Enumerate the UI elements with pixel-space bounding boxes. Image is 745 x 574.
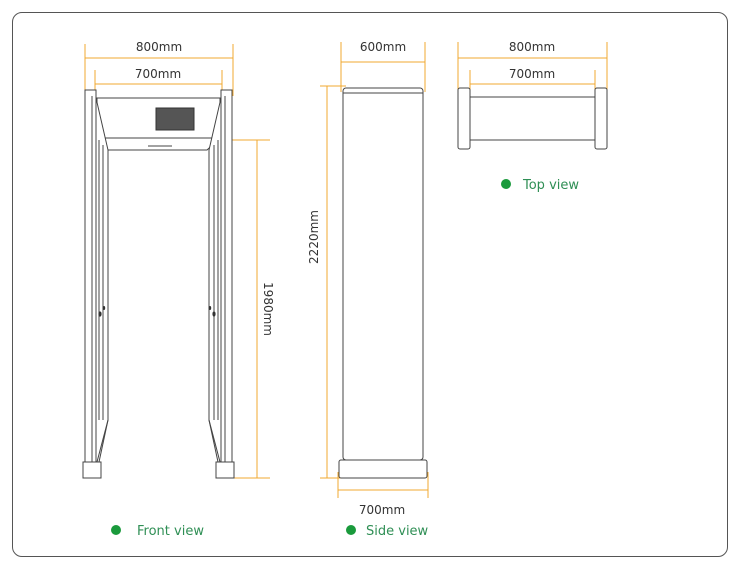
side-view-label: Side view <box>366 524 429 539</box>
side-base-width-label: 700mm <box>359 503 405 517</box>
front-view-label: Front view <box>137 524 204 539</box>
display-screen <box>155 107 195 131</box>
side-gate-body <box>338 87 428 479</box>
top-gate-body <box>457 87 608 150</box>
top-dimension-lines <box>457 42 608 92</box>
front-view: 800mm 700mm 1980mm Front view <box>82 40 275 539</box>
side-height-label: 2220mm <box>307 210 321 264</box>
top-view-label: Top view <box>522 178 579 193</box>
top-outer-width-label: 800mm <box>509 40 555 54</box>
top-view: 800mm 700mm Top view <box>457 40 608 193</box>
front-gate-body <box>82 89 235 479</box>
side-top-width-label: 600mm <box>360 40 406 54</box>
top-view-bullet-icon <box>501 179 511 189</box>
front-outer-width-label: 800mm <box>136 40 182 54</box>
side-dimension-lines <box>320 42 429 498</box>
front-height-label: 1980mm <box>261 282 275 336</box>
front-inner-width-label: 700mm <box>135 67 181 81</box>
top-inner-width-label: 700mm <box>509 67 555 81</box>
side-view-bullet-icon <box>346 525 356 535</box>
side-view: 600mm 2220mm 700mm Side view <box>307 40 429 539</box>
drawing-frame <box>12 12 728 557</box>
front-view-bullet-icon <box>111 525 121 535</box>
